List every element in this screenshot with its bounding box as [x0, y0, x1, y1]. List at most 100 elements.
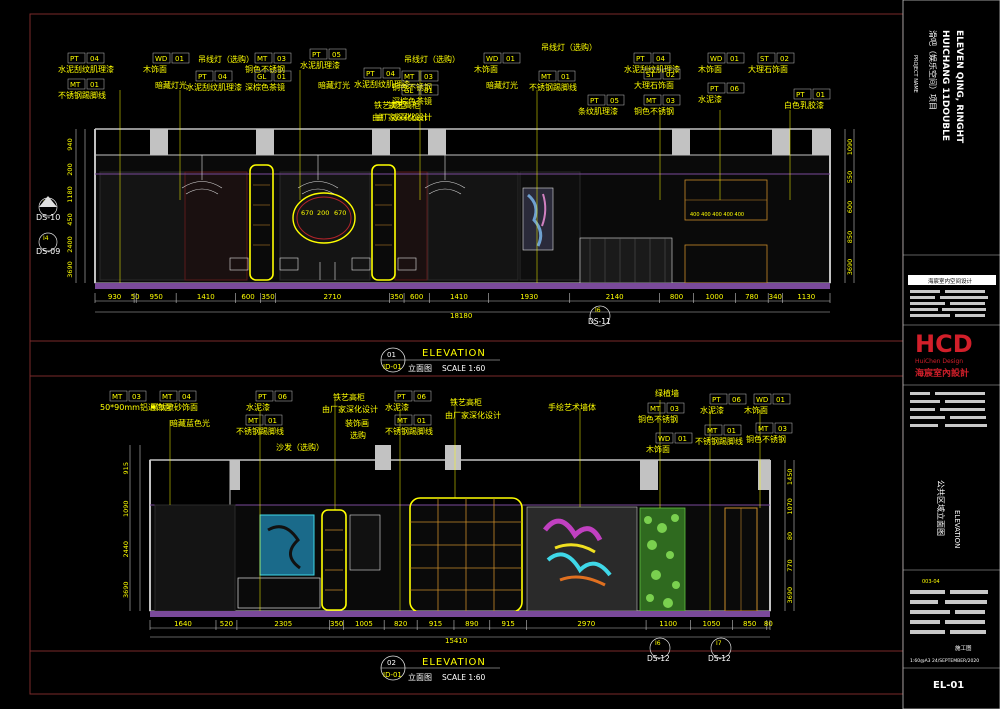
svg-text:SCALE 1:60: SCALE 1:60	[442, 364, 485, 373]
dimension-value: 3690	[122, 581, 130, 598]
material-text: 水泥漆	[246, 402, 270, 412]
title-block: PROJECT NAME 滑吧（娱乐空间）项目 HUICHANG 11DOUBL…	[902, 0, 1000, 709]
dimension-value: 2440	[122, 541, 130, 558]
material-tag: PT	[710, 85, 719, 93]
material-text: 50*90mm铝通饰面	[100, 402, 172, 412]
material-num: 03	[666, 97, 675, 105]
material-text: 沙发（选购）	[276, 442, 324, 452]
svg-text:DS-11: DS-11	[588, 317, 611, 326]
svg-text:ELEVATION: ELEVATION	[422, 657, 486, 668]
dimension-value: 600	[241, 293, 254, 301]
material-tag: PT	[198, 73, 207, 81]
material-text: 木饰面	[646, 444, 670, 454]
dimension-value: 2400	[66, 236, 74, 253]
svg-text:DS-12: DS-12	[647, 654, 670, 663]
material-num: 03	[277, 55, 286, 63]
bottom-material-label: 绿植墙	[655, 388, 679, 398]
total-dimension: 18180	[450, 312, 472, 320]
material-num: 06	[732, 396, 741, 404]
material-tag: PT	[312, 51, 321, 59]
dimension-value: 2305	[274, 620, 292, 628]
material-num: 03	[670, 405, 679, 413]
svg-text:ID-01: ID-01	[383, 363, 402, 371]
dimension-value: 1930	[520, 293, 538, 301]
material-text: 铁艺高柜	[333, 392, 365, 402]
material-tag: MT	[646, 97, 657, 105]
section-callout[interactable]: I4 DS-09	[36, 232, 60, 256]
material-num: 04	[90, 55, 99, 63]
material-text: 铁艺高柜	[374, 100, 406, 110]
material-text: 铁艺高柜	[388, 100, 420, 110]
top-material-label: 由厂家深化设计	[372, 112, 428, 122]
top-elevation: 670 200 670 400 400 400 400 400	[94, 70, 831, 289]
dimension-value: 950	[149, 293, 162, 301]
material-tag: MT	[404, 73, 415, 81]
material-num: 01	[730, 55, 739, 63]
elevation-title: 02 ID-01 ELEVATION 立面图 SCALE 1:60	[380, 655, 500, 682]
dimension-value: 520	[220, 620, 233, 628]
dimension-value: 850	[743, 620, 756, 628]
material-text: 木饰面	[143, 64, 167, 74]
elevation-title: 01 ID-01 ELEVATION 立面图 SCALE 1:60	[380, 347, 500, 373]
dimension-value: 1130	[797, 293, 815, 301]
material-text: 铁艺高柜	[450, 397, 482, 407]
material-num: 02	[780, 55, 789, 63]
material-num: 01	[417, 417, 426, 425]
svg-text:400 400 400 400 400: 400 400 400 400 400	[690, 212, 744, 218]
material-num: 06	[730, 85, 739, 93]
material-text: 铜色不锈钢	[638, 414, 678, 424]
dimension-value: 600	[846, 201, 854, 213]
top-material-label: 吊线灯（选购）	[404, 54, 460, 64]
svg-text:海宸室內設計: 海宸室內設計	[915, 367, 969, 379]
material-text: 水泥漆	[700, 405, 724, 415]
dimension-value: 800	[670, 293, 683, 301]
material-text: 黑钛喷砂饰面	[150, 402, 198, 412]
bottom-material-label: 装饰画	[345, 418, 369, 428]
material-num: 03	[132, 393, 141, 401]
material-text: 由厂家深化设计	[445, 410, 501, 420]
material-num: 04	[656, 55, 665, 63]
top-material-label: 由厂家深化设计	[376, 112, 432, 122]
bottom-material-label: 沙发（选购）	[276, 442, 324, 452]
material-num: 01	[90, 81, 99, 89]
dimension-value: 200	[66, 163, 74, 175]
material-tag: PT	[258, 393, 267, 401]
drawing-number: 003-04	[922, 579, 940, 585]
dimension-value: 890	[465, 620, 478, 628]
dimension-value: 2710	[323, 293, 341, 301]
section-callout[interactable]: I6 DS-11	[588, 305, 611, 327]
material-tag: GL	[257, 73, 266, 81]
mirror-dim: 670	[334, 209, 346, 217]
material-tag: ST	[646, 71, 655, 79]
material-tag: PT	[796, 91, 805, 99]
material-tag: MT	[758, 425, 769, 433]
material-tag: MT	[650, 405, 661, 413]
top-material-label: 吊线灯（选购）	[198, 54, 254, 64]
svg-text:I4: I4	[43, 235, 49, 242]
section-callout[interactable]: I6 DS-10	[36, 196, 60, 222]
dimension-value: 1090	[122, 500, 130, 517]
material-text: 吊线灯（选购）	[198, 54, 254, 64]
bottom-material-label: 铁艺高柜	[450, 397, 482, 407]
svg-text:立面图: 立面图	[408, 363, 432, 373]
mirror-dim: 200	[317, 209, 329, 217]
top-material-label: 铁艺高柜	[374, 100, 406, 110]
dimension-value: 50	[131, 293, 140, 301]
section-callout[interactable]: I7 DS-12	[708, 637, 732, 663]
material-num: 01	[268, 417, 277, 425]
dimension-value: 450	[66, 213, 74, 225]
section-callout[interactable]: I6 DS-12	[647, 637, 671, 663]
material-text: 铜色不锈钢	[746, 434, 786, 444]
